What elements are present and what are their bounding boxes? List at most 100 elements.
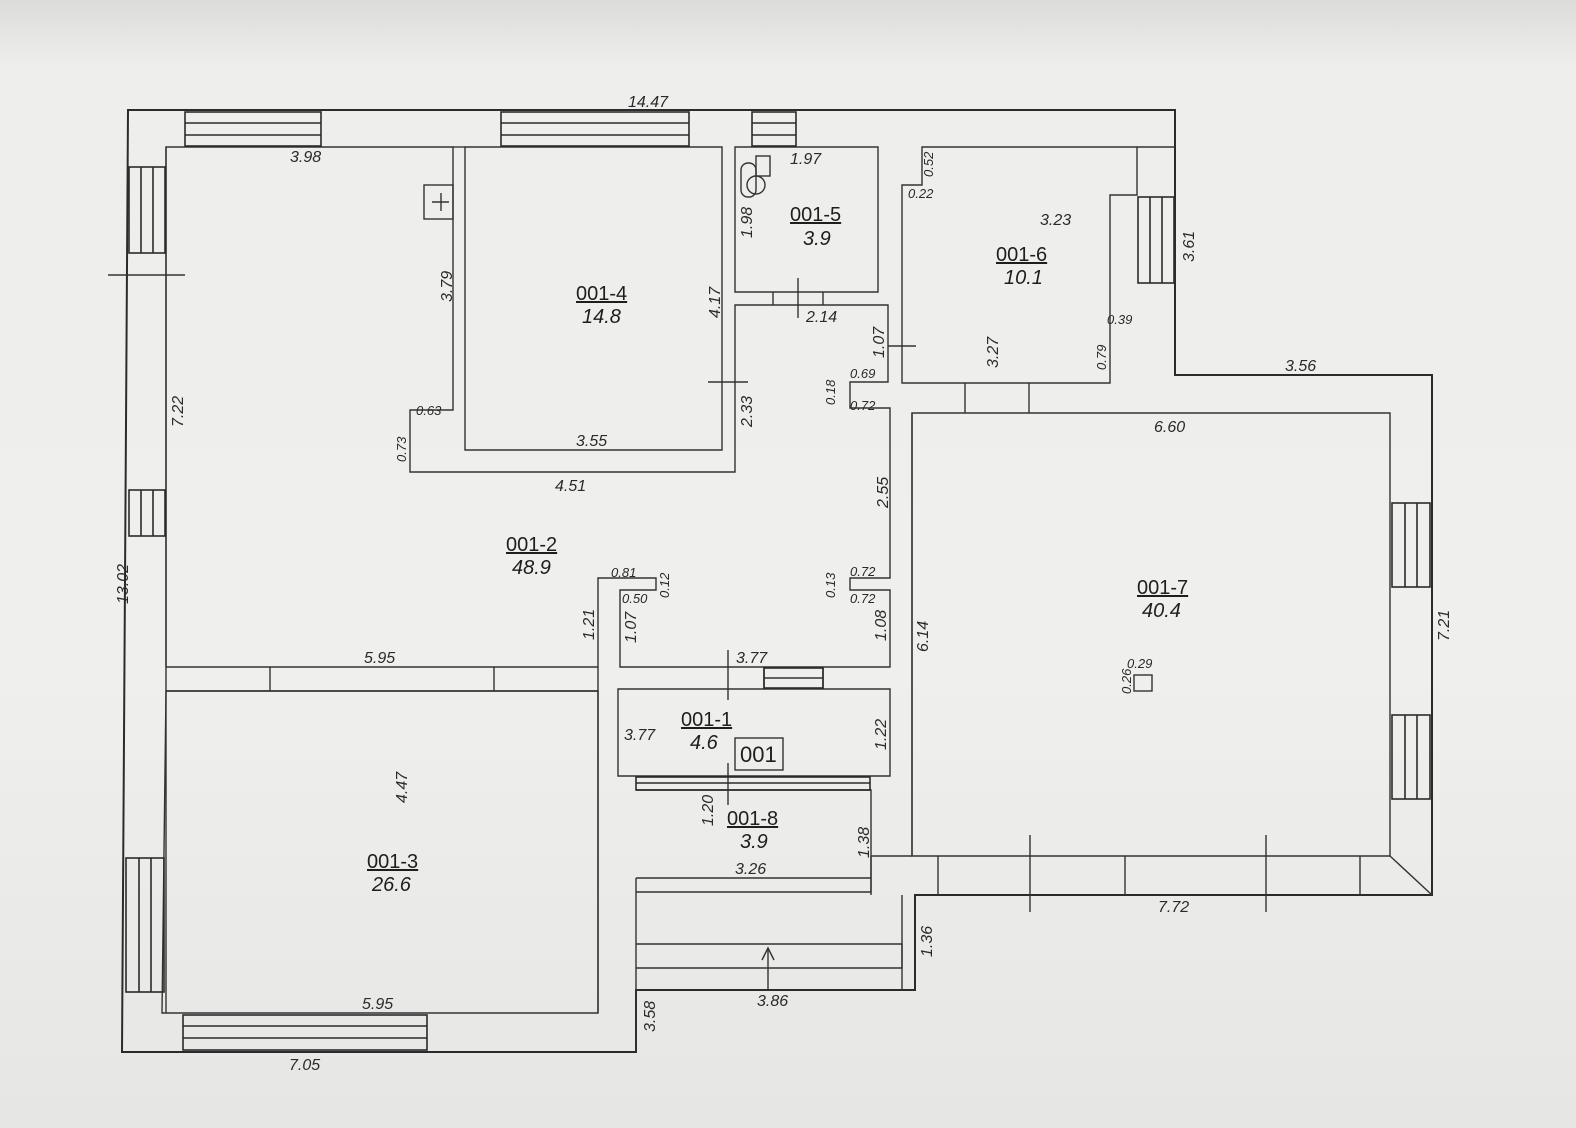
window [128,166,166,254]
room-001-2-outline [165,146,891,668]
dim-bottom-right: 7.72 [1158,899,1189,916]
room-001-2-area: 48.9 [512,557,551,579]
room-001-6-outline [901,146,1138,384]
dim-bottom-left: 7.05 [289,1057,320,1074]
dim-corr-018: 0.18 [823,379,838,405]
dim-r3-bottom: 5.95 [362,996,393,1013]
dim-top-overall: 14.47 [628,94,669,111]
dim-corr-072c: 0.72 [850,591,876,606]
apartment-label-box: 001 [734,737,784,771]
dim-corr-108: 1.08 [873,610,890,641]
dim-r7-top: 6.60 [1154,419,1185,436]
room-001-1-outline [617,688,891,777]
dim-r6-right: 3.61 [1181,231,1198,262]
dim-corr-013: 0.13 [823,572,838,598]
window [500,111,690,147]
exterior-walls [120,109,1433,1053]
dim-r2-left: 7.22 [170,396,187,427]
dim-nook-012: 0.12 [657,572,672,598]
dim-corr-072b: 0.72 [850,564,876,579]
toilet-icon [740,155,771,198]
dim-r1-top: 3.77 [736,650,768,667]
dim-r8-right: 1.38 [856,827,873,858]
room-001-8-id: 001-8 [727,808,778,830]
dim-r6-039: 0.39 [1107,312,1132,327]
dim-r6-022: 0.22 [908,186,934,201]
dim-r4-corner-v: 2.33 [739,396,756,428]
dim-r6-327: 3.27 [985,336,1002,368]
dim-corr-072a: 0.72 [850,398,876,413]
windows [125,111,1431,1051]
room-001-5-area: 3.9 [803,228,831,250]
room-001-7-id: 001-7 [1137,577,1188,599]
room-001-3-id: 001-3 [367,851,418,873]
dim-r5-bottom: 2.14 [805,309,837,326]
window [1391,714,1431,800]
room-001-3-area: 26.6 [371,874,412,896]
dim-r7-col-h: 0.26 [1119,668,1134,694]
room-001-1-area: 4.6 [690,732,719,754]
heater-icon [423,184,454,220]
window [125,857,165,993]
room-001-4-area: 14.8 [582,306,621,328]
dim-porch-v: 1.36 [919,926,936,957]
dim-r2-bottom-v: 1.21 [581,609,598,640]
window [184,111,322,147]
window [763,667,824,689]
dimension-ticks [108,274,1267,990]
dim-r4-bottom: 3.55 [576,433,607,450]
window [751,111,797,147]
dim-r5-left: 1.98 [739,207,756,238]
dim-r1-right: 1.22 [873,719,890,750]
dim-r6-052: 0.52 [921,151,936,177]
dim-r2-step-h: 0.63 [416,403,442,418]
room-001-5-outline [734,146,879,293]
dimension-labels-vertical: 0.52 1.98 3.61 3.79 4.17 1.07 3.27 0.79 … [115,151,1453,1032]
dim-corr-v: 1.07 [871,326,888,358]
room-labels: 001-4 14.8 001-5 3.9 001-6 10.1 001-2 48… [367,204,1188,896]
dim-r2-inner-v: 3.79 [439,271,456,302]
dim-r5-top: 1.97 [790,151,822,168]
dim-r7-col-w: 0.29 [1127,656,1152,671]
dim-r7-left: 6.14 [915,621,932,652]
room-001-6-id: 001-6 [996,244,1047,266]
window [1137,196,1175,284]
dim-r3-right-out: 3.58 [642,1001,659,1032]
dim-r2-bottom: 5.95 [364,650,395,667]
dim-nook-107: 1.07 [623,611,640,643]
dim-right-notch: 3.56 [1285,358,1316,375]
dim-r2-bottom-mid: 4.51 [555,478,586,495]
room-001-4-id: 001-4 [576,283,627,305]
room-001-5-id: 001-5 [790,204,841,226]
room-001-6-area: 10.1 [1004,267,1043,289]
dim-left-overall: 13.02 [115,564,132,604]
window [182,1014,428,1051]
dim-right-1: 7.21 [1436,610,1453,641]
dim-r6-top: 3.23 [1040,212,1071,229]
room-001-2-id: 001-2 [506,534,557,556]
apartment-label: 001 [740,742,777,767]
porch-outline [635,878,903,1052]
window [1391,502,1431,588]
dim-porch-bottom: 3.86 [757,993,788,1010]
dim-r3-v: 4.47 [394,771,411,803]
room-001-7-area: 40.4 [1142,600,1181,622]
dim-r4-right: 4.17 [707,286,724,318]
dim-r6-079: 0.79 [1094,345,1109,370]
dimension-labels-horizontal: 14.47 3.98 1.97 0.22 3.23 2.14 0.39 0.69… [289,94,1316,1074]
room-001-4-outline [464,146,723,451]
dim-r8-bottom: 3.26 [735,861,766,878]
partitions [165,146,1433,1013]
dim-r2-step-v: 0.73 [394,436,409,462]
dim-r2-top: 3.98 [290,149,321,166]
room-001-7-outline [911,412,1391,857]
dim-nook-050: 0.50 [622,591,648,606]
dim-corr-069: 0.69 [850,366,875,381]
room-001-8-area: 3.9 [740,831,768,853]
room-001-1-id: 001-1 [681,709,732,731]
window [635,776,871,791]
dim-corr-255: 2.55 [875,477,892,509]
dim-r1-left: 3.77 [624,727,656,744]
